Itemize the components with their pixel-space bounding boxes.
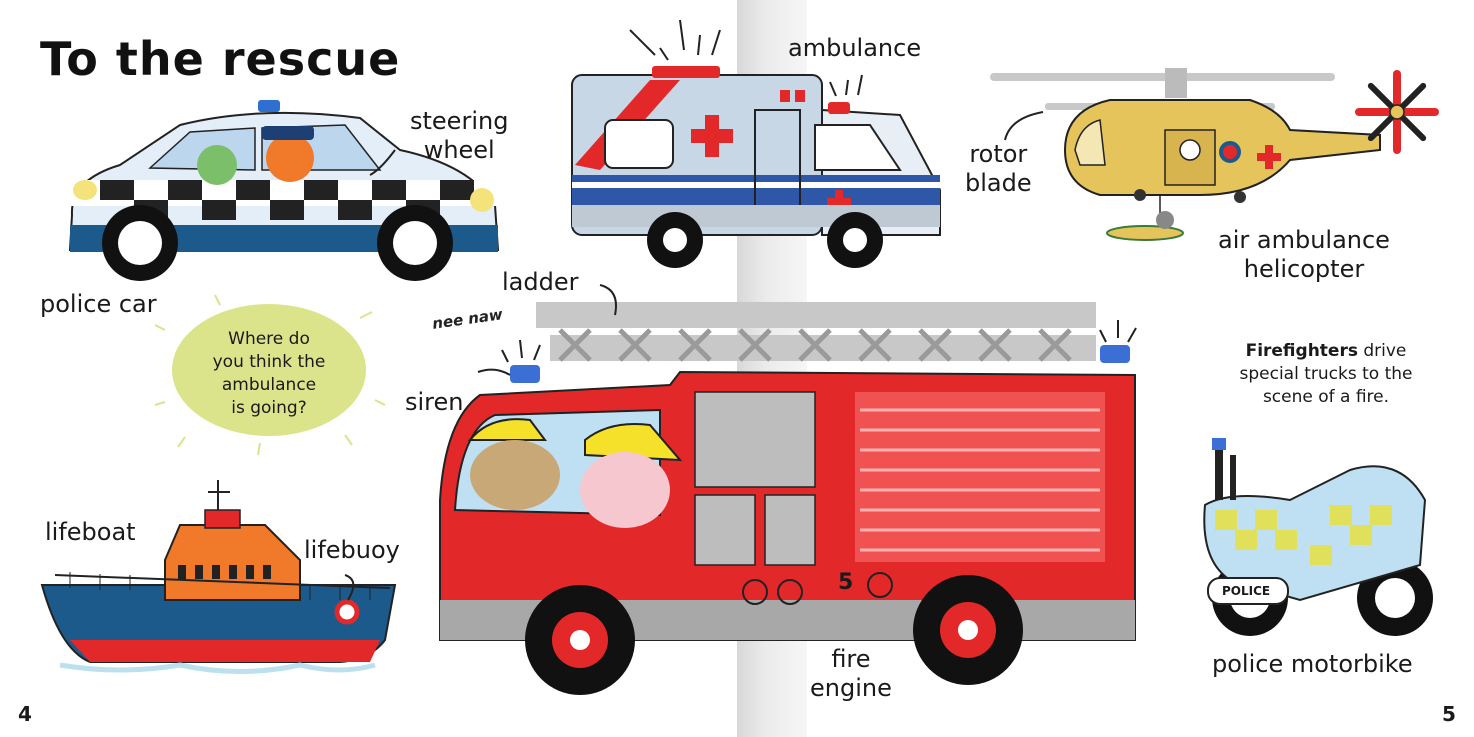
info-line3: scene of a fire. [1262,387,1390,407]
question-line: ambulance [221,375,317,395]
info-line2: special trucks to the [1239,364,1413,384]
question-bubble [172,304,366,436]
info-line1: Firefighters drive [1196,340,1456,363]
ambulance-label: ambulance [788,34,922,62]
question-line: is going? [231,398,307,418]
fire-engine-illustration [439,284,1137,695]
air-ambulance-label-line1: air ambulance [1218,226,1390,254]
info-line1-rest: drive [1357,341,1407,361]
rotor-blade-label-line2: blade [965,169,1032,197]
ambulance-illustration [571,19,941,268]
steering-wheel-label-line1: steering [410,107,509,135]
fire-engine-label-line2: engine [810,674,892,702]
info-text: Firefighters drive special trucks to the… [1196,340,1456,409]
fire-engine-label: fire engine [810,645,892,703]
steering-wheel-label-line2: wheel [423,136,495,164]
police-car-label: police car [40,290,157,318]
steering-wheel-label: steering wheel [410,107,508,165]
motorbike-illustration [1203,438,1433,636]
fire-engine-number: 5 [838,570,854,595]
question-text: Where do you think the ambulance is goin… [172,328,366,420]
air-ambulance-label-line2: helicopter [1243,255,1365,283]
rotor-blade-label: rotor blade [965,140,1032,198]
police-plate-text: POLICE [1222,584,1271,598]
lifeboat-label: lifeboat [45,518,136,546]
page-title: To the rescue [40,32,401,86]
police-motorbike-label: police motorbike [1212,650,1413,678]
helicopter-illustration [990,68,1439,241]
question-line: you think the [212,352,326,372]
info-bold: Firefighters [1245,341,1358,361]
question-line: Where do [228,329,310,349]
page-number-right: 5 [1442,702,1456,726]
rotor-blade-label-line1: rotor [969,140,1028,168]
ladder-label: ladder [502,268,579,296]
lifeboat-illustration [40,480,397,674]
air-ambulance-label: air ambulance helicopter [1218,226,1390,284]
bubble-rays [154,294,386,456]
police-car-illustration [68,100,500,281]
page-number-left: 4 [18,702,32,726]
fire-engine-label-line1: fire [831,645,871,673]
lifebuoy-label: lifebuoy [304,536,400,564]
siren-label: siren [405,388,464,416]
